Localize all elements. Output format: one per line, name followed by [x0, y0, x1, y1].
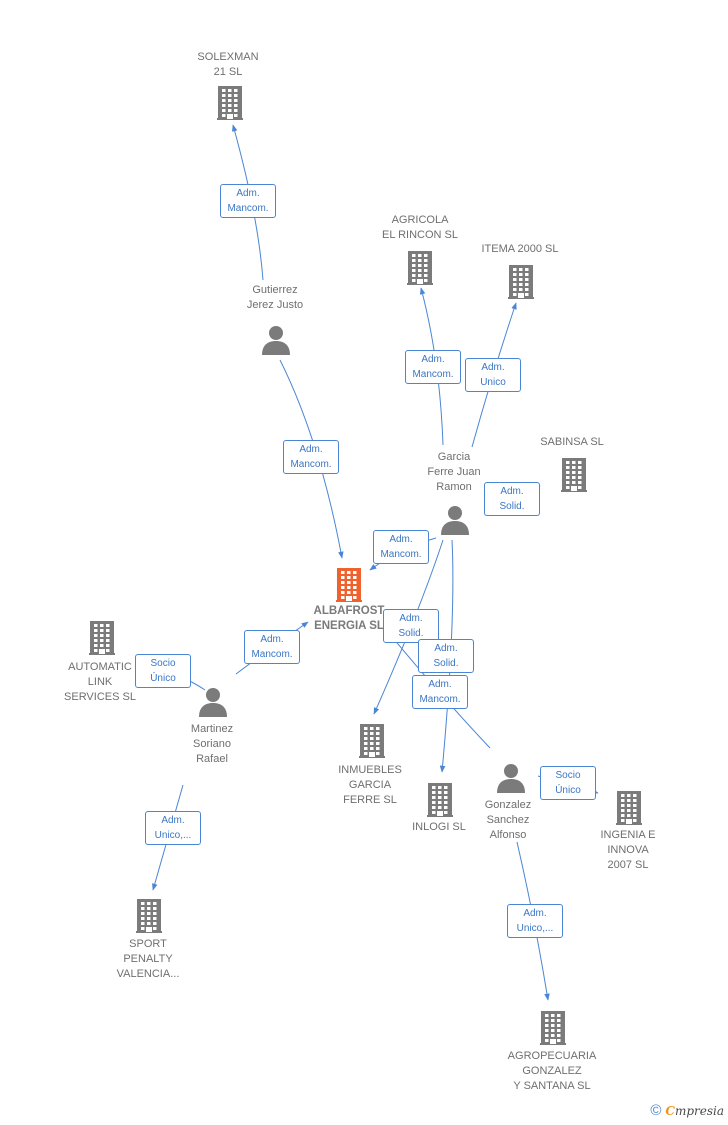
- inlogi-label[interactable]: INLOGI SL: [412, 821, 466, 833]
- edge-label-e6: Adm. Mancom.: [373, 530, 429, 564]
- gonzalez-label[interactable]: Gonzalez Sanchez Alfonso: [484, 799, 532, 841]
- brand-logo: Cmpresia: [665, 1103, 724, 1118]
- edge-label-e1: Adm. Mancom.: [220, 184, 276, 218]
- martinez-person-icon[interactable]: [198, 687, 228, 722]
- automatic-label[interactable]: AUTOMATIC LINK SERVICES SL: [64, 661, 136, 703]
- edge-label-e11: Socio Único: [135, 654, 191, 688]
- inlogi-building-icon[interactable]: [427, 783, 453, 822]
- garcia-person-icon[interactable]: [440, 505, 470, 540]
- sport-building-icon[interactable]: [136, 899, 162, 938]
- albafrost-label[interactable]: ALBAFROST ENERGIA SL: [313, 605, 385, 632]
- edge-label-e13: Socio Único: [540, 766, 596, 800]
- sabinsa-label[interactable]: SABINSA SL: [540, 436, 604, 448]
- automatic-building-icon[interactable]: [89, 621, 115, 660]
- edge-label-e5: Adm. Solid.: [484, 482, 540, 516]
- edge-label-e9: Adm. Mancom.: [412, 675, 468, 709]
- inmuebles-label[interactable]: INMUEBLES GARCIA FERRE SL: [338, 764, 402, 806]
- copyright-icon: ©: [650, 1102, 662, 1119]
- garcia-label[interactable]: Garcia Ferre Juan Ramon: [427, 451, 481, 493]
- martinez-label[interactable]: Martinez Soriano Rafael: [190, 723, 234, 765]
- agricola-building-icon[interactable]: [407, 251, 433, 290]
- edge-label-e4: Adm. Unico: [465, 358, 521, 392]
- edge-label-e8: Adm. Solid.: [418, 639, 474, 673]
- edge-label-e3: Adm. Mancom.: [405, 350, 461, 384]
- gutierrez-label[interactable]: Gutierrez Jerez Justo: [246, 284, 304, 311]
- sport-label[interactable]: SPORT PENALTY VALENCIA...: [116, 938, 180, 980]
- itema-building-icon[interactable]: [508, 265, 534, 304]
- itema-label[interactable]: ITEMA 2000 SL: [481, 243, 559, 255]
- inmuebles-building-icon[interactable]: [359, 724, 385, 763]
- gonzalez-person-icon[interactable]: [496, 763, 526, 798]
- edge-label-e12: Adm. Unico,...: [145, 811, 201, 845]
- sabinsa-building-icon[interactable]: [561, 458, 587, 497]
- gutierrez-person-icon[interactable]: [261, 325, 291, 360]
- ingenia-label[interactable]: INGENIA E INNOVA 2007 SL: [600, 829, 656, 871]
- agricola-label[interactable]: AGRICOLA EL RINCON SL: [381, 214, 458, 241]
- agropecuaria-label[interactable]: AGROPECUARIA GONZALEZ Y SANTANA SL: [507, 1050, 597, 1092]
- edge-e8: [439, 539, 454, 773]
- solexman-label[interactable]: SOLEXMAN 21 SL: [197, 51, 259, 78]
- edge-label-e7: Adm. Solid.: [383, 609, 439, 643]
- footer-brand: © Cmpresia: [650, 1102, 724, 1119]
- ingenia-building-icon[interactable]: [616, 791, 642, 830]
- edge-label-e2: Adm. Mancom.: [283, 440, 339, 474]
- edge-label-e10: Adm. Mancom.: [244, 630, 300, 664]
- albafrost-building-icon[interactable]: [336, 568, 362, 607]
- edge-label-e14: Adm. Unico,...: [507, 904, 563, 938]
- agropecuaria-building-icon[interactable]: [540, 1011, 566, 1050]
- solexman-building-icon[interactable]: [217, 86, 243, 125]
